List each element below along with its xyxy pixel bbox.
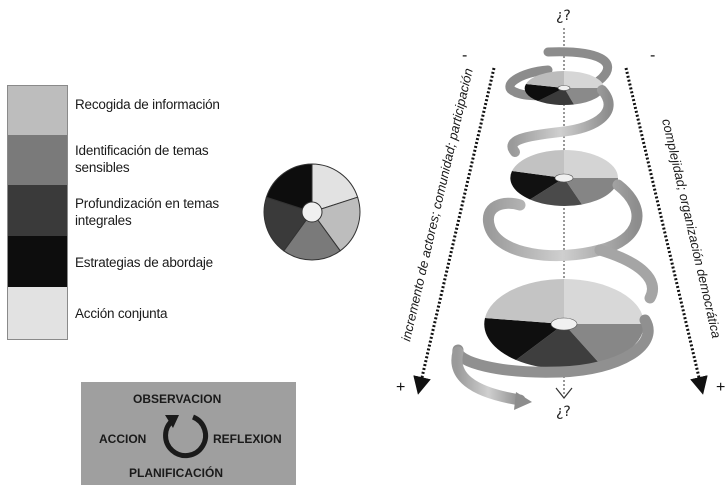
legend-label-recogida: Recogida de información: [75, 97, 220, 112]
right-plus-sign: +: [716, 379, 725, 396]
legend-label-accion: Acción conjunta: [75, 306, 168, 321]
legend-label-profundizacion: Profundización en temas integrales: [75, 196, 219, 228]
spiral-disk-middle: [510, 150, 619, 206]
right-axis-label: complejidad; organización democrática: [659, 117, 724, 339]
spiral-ribbon-middle: [482, 179, 643, 262]
left-diagonal-arrow: [413, 67, 496, 395]
legend-color-bar: [7, 85, 68, 340]
cycle-top-label: OBSERVACION: [133, 392, 222, 406]
cycle-left-label: ACCION: [99, 432, 147, 446]
question-top: ¿?: [556, 8, 571, 24]
spiral-ribbon-tail: [451, 346, 526, 406]
question-bottom: ¿?: [556, 404, 571, 420]
cycle-box: OBSERVACION ACCION REFLEXION PLANIFICACI…: [81, 382, 296, 485]
legend-label-estrategias: Estrategias de abordaje: [75, 255, 213, 270]
legend-swatch-recogida: [8, 86, 67, 135]
left-axis-label: incremento de actores; comunidad; partic…: [398, 67, 476, 343]
right-minus-sign: -: [650, 47, 655, 64]
legend-pie: [263, 163, 361, 261]
spiral-ribbon-arrowhead: [514, 392, 532, 410]
spiral-ribbon-middle-2: [594, 244, 658, 304]
legend-swatch-accion: [8, 287, 67, 339]
legend-swatch-identificacion: [8, 135, 67, 185]
cycle-right-label: REFLEXION: [213, 432, 282, 446]
cycle-bottom-label: PLANIFICACIÓN: [129, 466, 223, 480]
cycle-arrow-icon: [163, 414, 209, 459]
spiral-ribbon-upper: [507, 85, 614, 157]
spiral-disk-bottom: [484, 279, 644, 369]
axis-arrowhead: [555, 387, 573, 399]
spiral-disk-top: [524, 71, 605, 106]
legend-label-identificacion: Identificación de temas sensibles: [75, 143, 209, 175]
right-diagonal-arrow: [624, 67, 708, 395]
left-plus-sign: +: [396, 379, 405, 396]
legend-swatch-estrategias: [8, 236, 67, 287]
legend-swatch-profundizacion: [8, 185, 67, 236]
spiral-ribbon-lower: [452, 314, 654, 378]
left-minus-sign: -: [462, 47, 467, 64]
